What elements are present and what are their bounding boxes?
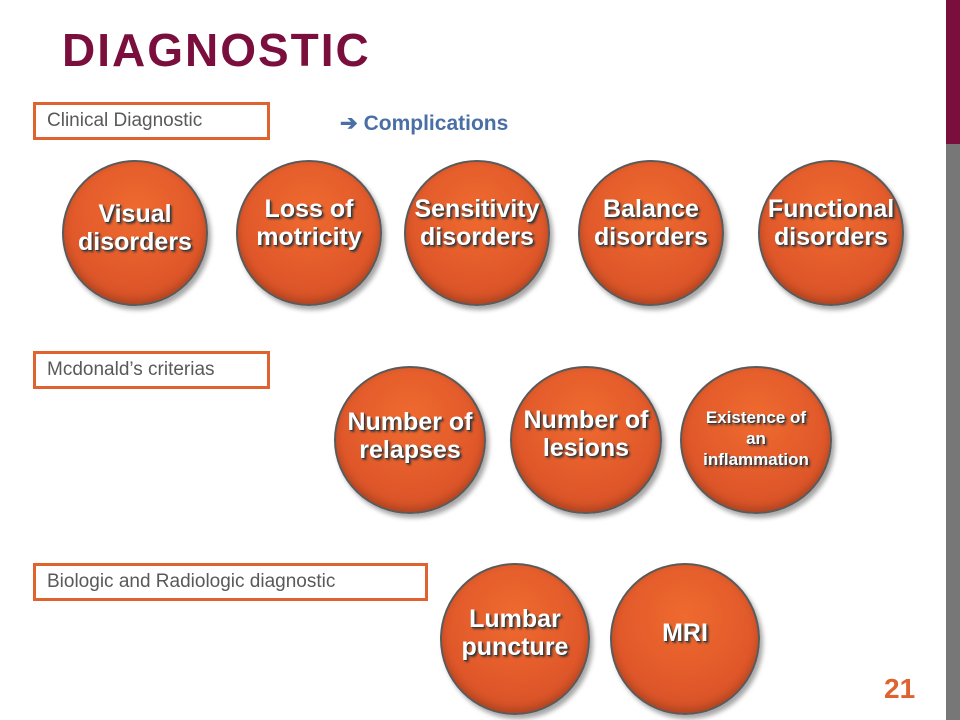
mcdonald-criterias-label: Mcdonald’s criterias	[33, 351, 270, 389]
right-edge-accent	[946, 0, 960, 144]
circle-line: Sensitivity	[414, 195, 540, 223]
circle-line: inflammation	[703, 449, 809, 469]
circle-line: motricity	[256, 223, 362, 251]
circle-line: MRI	[662, 619, 708, 647]
circle-existence-of-inflammation: Existence of an inflammation	[680, 366, 832, 514]
circle-line: relapses	[359, 436, 461, 464]
circle-line: disorders	[420, 223, 534, 251]
circle-line: disorders	[78, 228, 192, 256]
circle-lumbar-puncture: Lumbar puncture	[440, 563, 590, 715]
circle-mri: MRI	[610, 563, 760, 715]
circle-line: puncture	[461, 633, 569, 661]
clinical-diagnostic-label: Clinical Diagnostic	[33, 102, 270, 140]
circle-line: disorders	[774, 223, 888, 251]
complications-label: Complications	[363, 112, 509, 135]
circle-functional-disorders: Functional disorders	[758, 160, 904, 306]
circle-line: disorders	[594, 223, 708, 251]
complications-note: ➔Complications	[340, 110, 508, 138]
circle-number-of-lesions: Number of lesions	[510, 366, 662, 514]
circle-sensitivity-disorders: Sensitivity disorders	[404, 160, 550, 306]
circle-line: lesions	[542, 434, 630, 462]
circle-line: Balance	[603, 195, 699, 223]
circle-line: Number of	[347, 408, 473, 436]
circle-line: Number of	[523, 406, 649, 434]
circle-line: Lumbar	[469, 605, 561, 633]
slide-title: DIAGNOSTIC	[62, 24, 371, 76]
circle-balance-disorders: Balance disorders	[578, 160, 724, 306]
circle-line: Existence of	[705, 407, 807, 427]
circle-line: Functional	[767, 195, 895, 223]
circle-visual-disorders: Visual disorders	[62, 160, 208, 306]
arrow-right-icon: ➔	[340, 112, 358, 135]
circle-line: Loss of	[264, 195, 354, 223]
biologic-radiologic-label: Biologic and Radiologic diagnostic	[33, 563, 428, 601]
page-number: 21	[884, 673, 916, 704]
circle-line: Visual	[98, 200, 172, 228]
circle-number-of-relapses: Number of relapses	[334, 366, 486, 514]
right-edge-bar	[946, 0, 960, 720]
circle-line: an	[746, 428, 766, 448]
circle-loss-of-motricity: Loss of motricity	[236, 160, 382, 306]
